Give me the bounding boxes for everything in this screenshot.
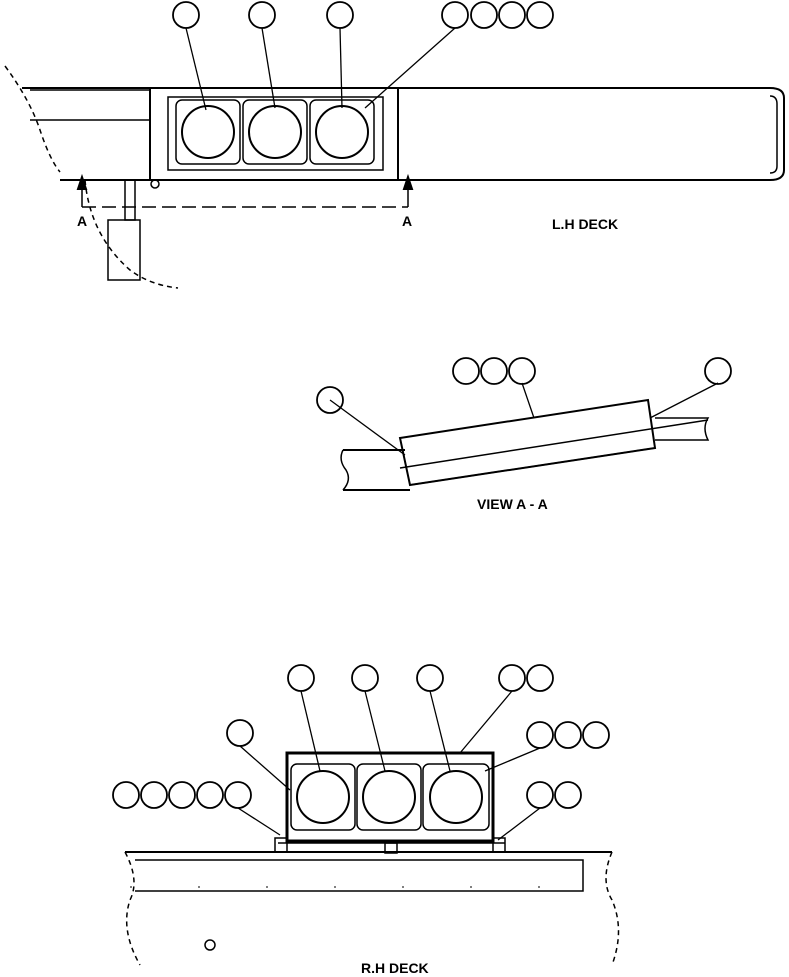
lh-break-line-lower bbox=[84, 179, 179, 289]
section-label-right: A bbox=[402, 213, 413, 229]
lh-lamp-3 bbox=[309, 99, 375, 165]
view-aa-callout-balloons bbox=[316, 357, 732, 414]
rh-lamp-3 bbox=[422, 763, 490, 831]
lh-lamp-1 bbox=[175, 99, 241, 165]
view-aa bbox=[316, 357, 732, 491]
lh-deck-view bbox=[4, 1, 785, 289]
lh-break-line-upper bbox=[4, 65, 61, 173]
lh-deck-inner-edge bbox=[769, 95, 778, 174]
section-arrow-right bbox=[402, 173, 414, 190]
rh-break-right bbox=[605, 851, 620, 966]
lh-deck-caption: L.H DECK bbox=[552, 216, 619, 232]
lh-leader-lines bbox=[185, 27, 456, 111]
rh-leader-lines bbox=[237, 690, 541, 841]
rh-light-housing bbox=[285, 751, 495, 843]
rh-deck-caption: R.H DECK bbox=[361, 960, 429, 976]
lh-light-housing bbox=[149, 87, 399, 181]
section-arrow-left bbox=[76, 173, 88, 190]
lh-lamp-2 bbox=[242, 99, 308, 165]
rh-deck-view bbox=[112, 664, 620, 966]
lh-deck-top-edge bbox=[22, 87, 785, 181]
rh-lamp-2 bbox=[356, 763, 422, 831]
view-aa-light-box bbox=[398, 398, 657, 487]
view-aa-caption: VIEW A - A bbox=[477, 496, 548, 512]
rh-break-left bbox=[124, 851, 141, 966]
rh-lamp-1 bbox=[290, 763, 356, 831]
lh-callout-balloons bbox=[172, 1, 554, 29]
view-aa-deck bbox=[343, 449, 410, 491]
rh-callout-balloons bbox=[112, 664, 610, 809]
section-label-left: A bbox=[77, 213, 88, 229]
